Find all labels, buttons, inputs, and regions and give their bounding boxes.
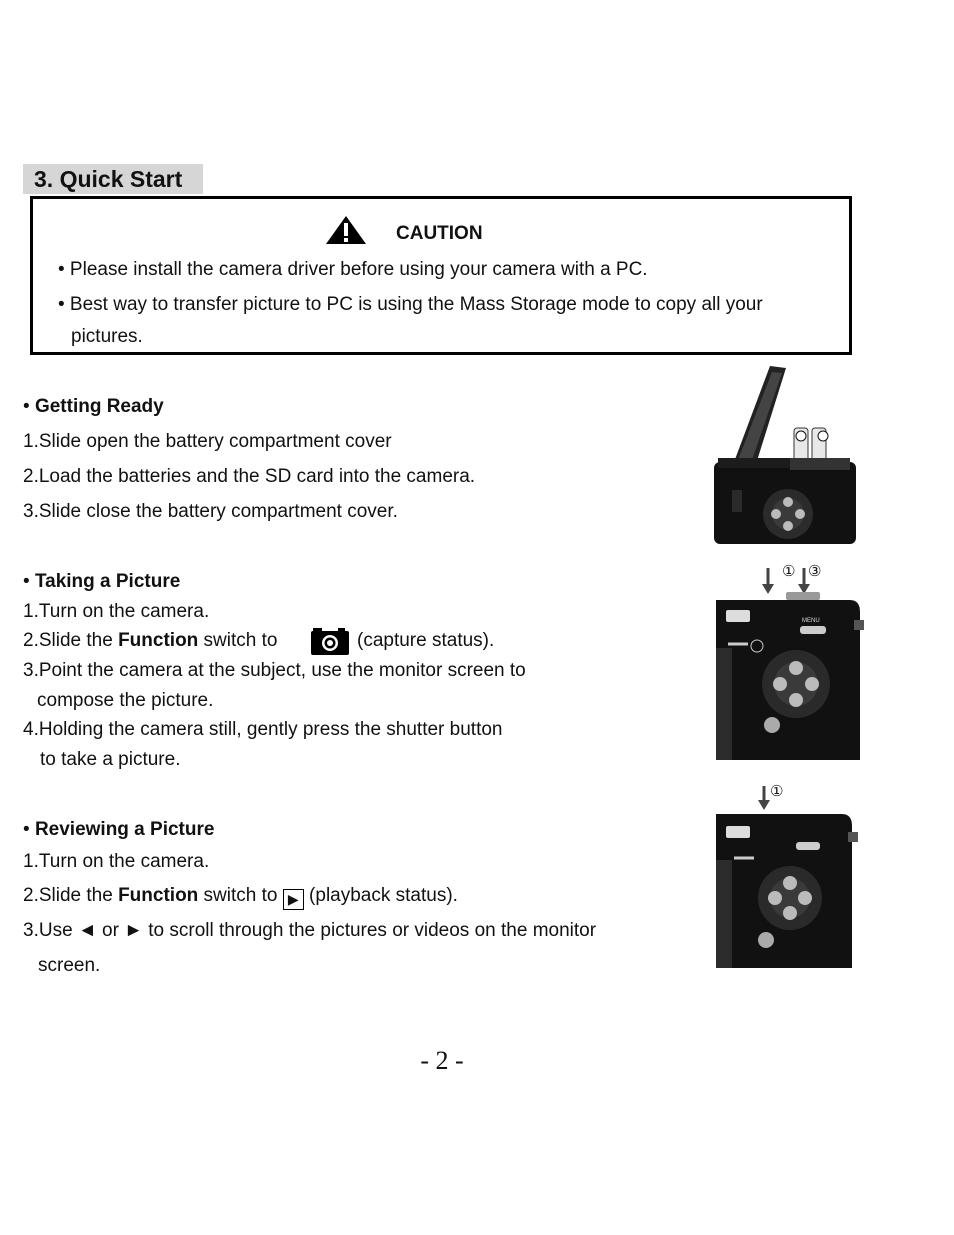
taking-picture-step-4: 4.Holding the camera still, gently press… (23, 719, 503, 740)
battery-compartment-image (714, 366, 856, 544)
reviewing-picture-step-2: 2.Slide the Function switch to ▶ (playba… (23, 885, 458, 910)
getting-ready-step-3: 3.Slide close the battery compartment co… (23, 501, 398, 522)
capture-marker-3: ③ (808, 563, 822, 580)
reviewing-picture-step-1: 1.Turn on the camera. (23, 851, 210, 872)
section-title: 3. Quick Start (23, 164, 203, 194)
caution-bullet-1: • Please install the camera driver befor… (58, 259, 648, 280)
taking-picture-step-3: 3.Point the camera at the subject, use t… (23, 660, 526, 681)
camera-icon (311, 628, 349, 655)
page-number: - 2 - (420, 1046, 464, 1075)
getting-ready-step-2: 2.Load the batteries and the SD card int… (23, 466, 476, 487)
menu-label: MENU (802, 618, 820, 624)
playback-marker-1: ① (770, 783, 784, 800)
camera-capture-image: MENU (716, 568, 864, 760)
caution-box (30, 196, 852, 355)
reviewing-picture-heading: • Reviewing a Picture (23, 819, 215, 840)
taking-picture-heading: • Taking a Picture (23, 571, 181, 592)
caution-bullet-2-cont: pictures. (71, 326, 143, 347)
reviewing-picture-step-3: 3.Use ◄ or ► to scroll through the pictu… (23, 920, 597, 941)
taking-picture-step-1: 1.Turn on the camera. (23, 601, 210, 622)
capture-marker-1: ① (782, 563, 796, 580)
taking-picture-step-2-status: (capture status). (357, 630, 495, 651)
taking-picture-step-4-cont: to take a picture. (40, 749, 181, 770)
getting-ready-heading: • Getting Ready (23, 396, 164, 417)
reviewing-picture-step-3-cont: screen. (38, 955, 101, 976)
playback-icon: ▶ (282, 889, 304, 910)
warning-triangle-icon (326, 216, 366, 244)
taking-picture-step-3-cont: compose the picture. (37, 690, 214, 711)
caution-title: CAUTION (396, 223, 483, 244)
camera-playback-image (716, 786, 858, 968)
taking-picture-step-2: 2.Slide the Function switch to (23, 630, 278, 651)
caution-bullet-2: • Best way to transfer picture to PC is … (58, 294, 763, 315)
getting-ready-step-1: 1.Slide open the battery compartment cov… (23, 431, 392, 452)
